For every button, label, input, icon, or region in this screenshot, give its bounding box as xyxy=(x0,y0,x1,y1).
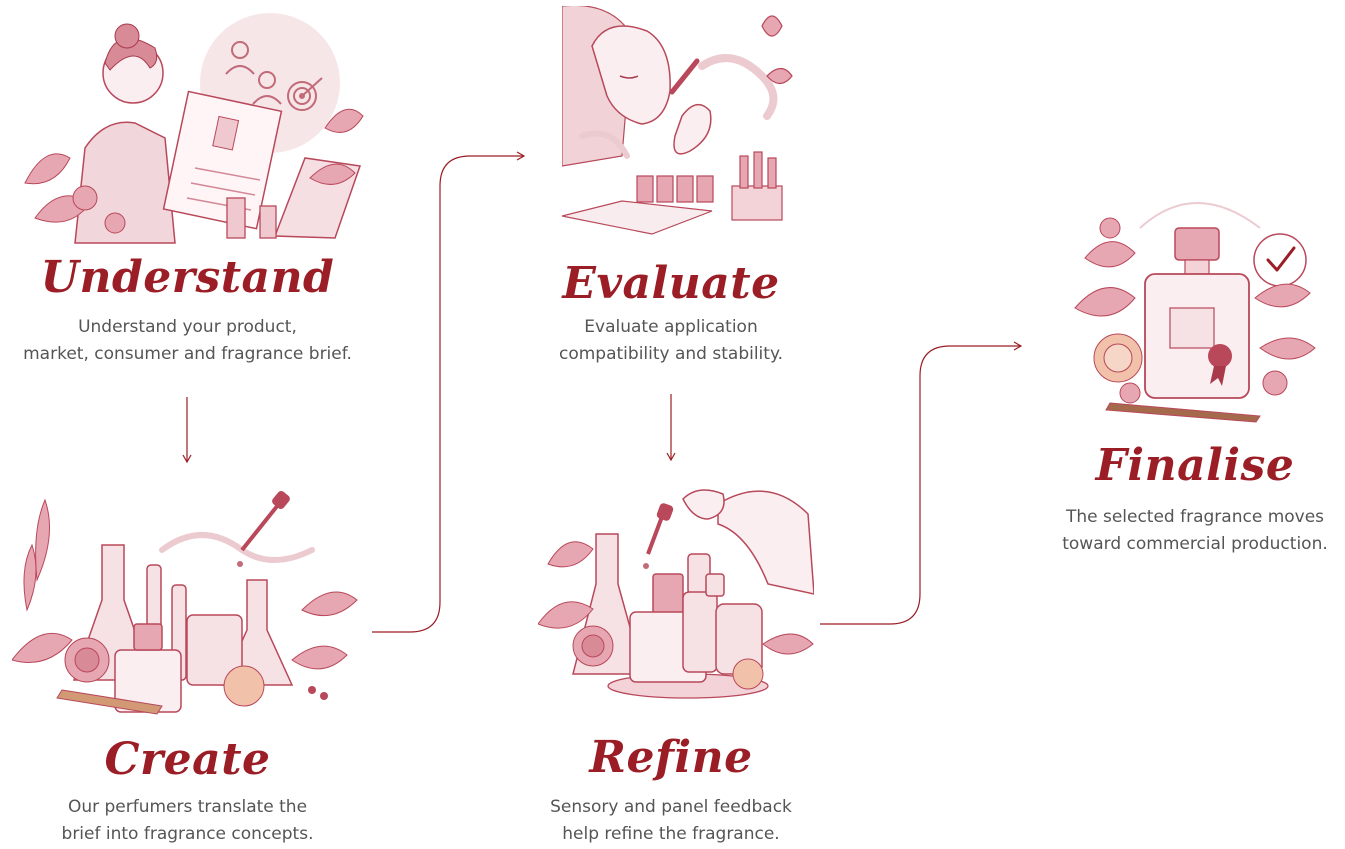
description-line: toward commercial production. xyxy=(1062,534,1328,554)
step-refine: Refine Sensory and panel feedback help r… xyxy=(520,470,822,849)
step-description: The selected fragrance moves toward comm… xyxy=(1045,504,1345,558)
step-description: Sensory and panel feedback help refine t… xyxy=(520,794,822,848)
description-line: market, consumer and fragrance brief. xyxy=(23,344,352,364)
description-line: compatibility and stability. xyxy=(559,344,783,364)
finished-perfume-bottle-with-check-illustration xyxy=(1074,202,1316,423)
arrow-create-to-evaluate xyxy=(372,151,526,633)
step-finalise: Finalise The selected fragrance moves to… xyxy=(1045,180,1345,570)
step-description: Our perfumers translate the brief into f… xyxy=(0,794,375,848)
lab-glassware-and-botanicals-illustration xyxy=(12,491,358,715)
description-line: help refine the fragrance. xyxy=(562,824,780,844)
step-understand: Understand Understand your product, mark… xyxy=(0,0,375,380)
description-line: Evaluate application xyxy=(584,317,758,337)
step-title: Refine xyxy=(589,732,753,783)
step-title: Finalise xyxy=(1095,440,1295,491)
description-line: The selected fragrance moves xyxy=(1065,507,1325,527)
step-title: Understand xyxy=(40,252,335,303)
step-title: Create xyxy=(104,734,271,785)
perfumer-smelling-blotter-illustration xyxy=(562,6,793,235)
description-line: Understand your product, xyxy=(78,317,297,337)
arrow-refine-to-finalise xyxy=(820,341,1023,625)
description-line: brief into fragrance concepts. xyxy=(61,824,314,844)
dropper-over-bottles-illustration xyxy=(538,489,814,699)
step-title: Evaluate xyxy=(562,258,780,309)
step-description: Evaluate application compatibility and s… xyxy=(520,314,822,368)
description-line: Our perfumers translate the xyxy=(67,797,308,817)
description-line: Sensory and panel feedback xyxy=(550,797,792,817)
step-create: Create Our perfumers translate the brief… xyxy=(0,480,375,849)
step-description: Understand your product, market, consume… xyxy=(0,314,375,368)
step-evaluate: Evaluate Evaluate application compatibil… xyxy=(520,0,822,380)
perfumer-studying-brief-illustration xyxy=(24,13,364,244)
